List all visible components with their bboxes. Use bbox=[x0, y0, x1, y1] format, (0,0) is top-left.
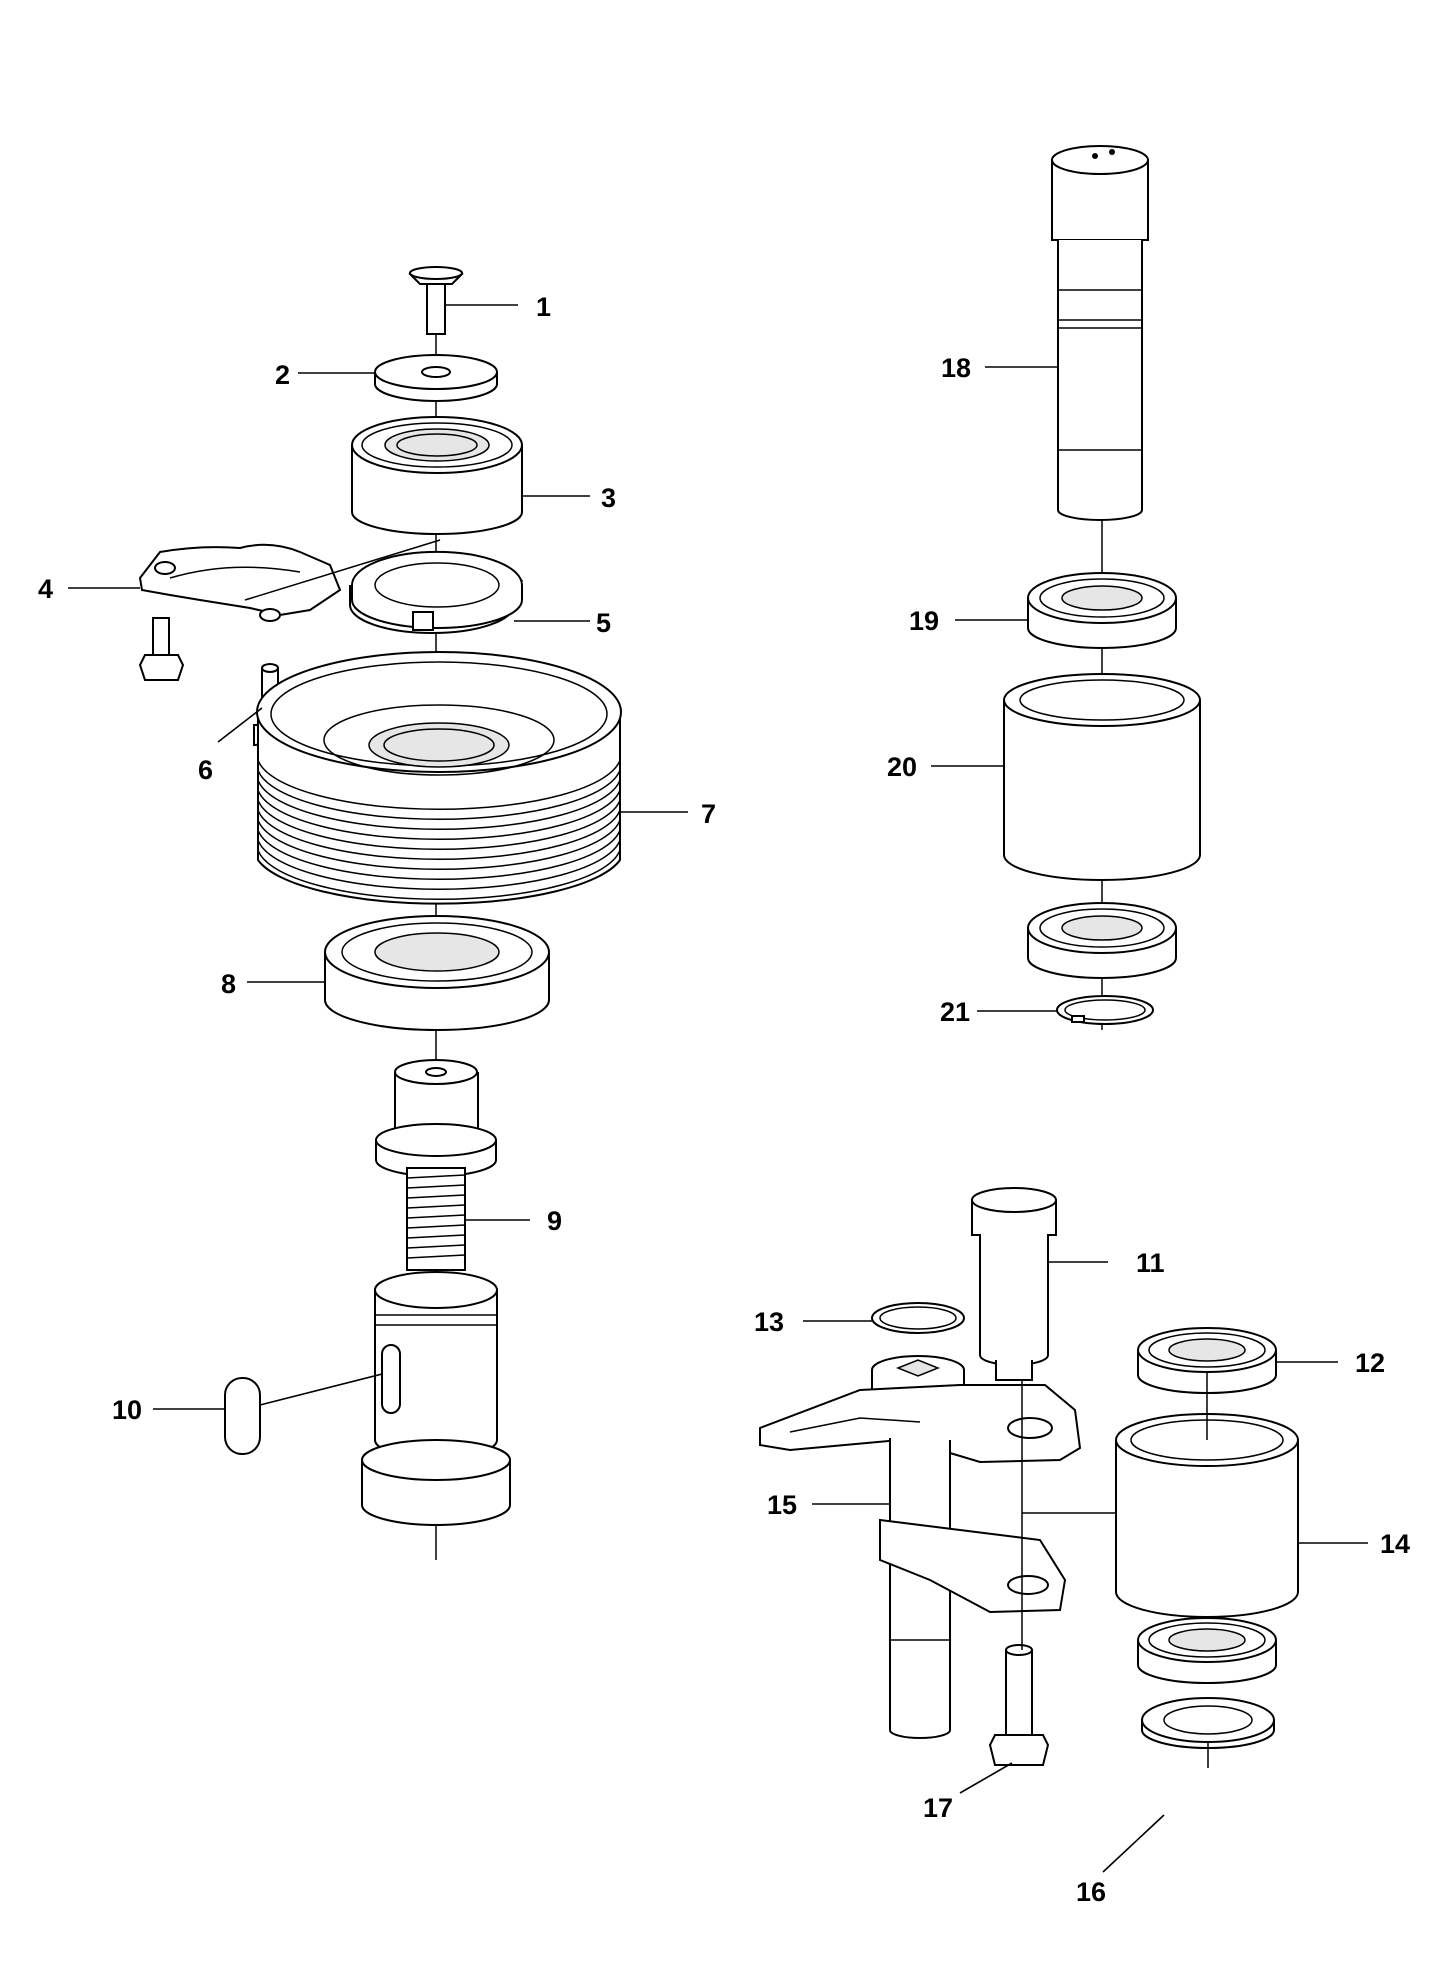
callout-7: 7 bbox=[701, 799, 716, 829]
part-12-bearing bbox=[1137, 1327, 1277, 1394]
callout-2: 2 bbox=[275, 360, 290, 390]
part-21-snap-ring bbox=[1056, 995, 1154, 1025]
callout-8: 8 bbox=[221, 969, 236, 999]
part-2-washer bbox=[374, 354, 498, 402]
callout-4: 4 bbox=[38, 574, 53, 604]
callout-19: 19 bbox=[909, 606, 939, 636]
part-14-sleeve bbox=[1115, 1413, 1299, 1618]
part-18-shaft bbox=[1051, 145, 1149, 521]
part-3-bearing bbox=[351, 416, 523, 535]
callout-21: 21 bbox=[940, 997, 970, 1027]
part-5-ring bbox=[349, 550, 523, 634]
callout-17: 17 bbox=[923, 1793, 953, 1823]
callout-6: 6 bbox=[198, 755, 213, 785]
part-9-shaft bbox=[361, 1059, 511, 1526]
callout-1: 1 bbox=[536, 292, 551, 322]
callout-13: 13 bbox=[754, 1307, 784, 1337]
callout-11: 11 bbox=[1136, 1248, 1165, 1278]
lower-bearing bbox=[1027, 902, 1177, 979]
part-10-key bbox=[224, 1377, 261, 1455]
callout-5: 5 bbox=[596, 608, 611, 638]
shaft-threads bbox=[406, 1174, 466, 1259]
callout-15: 15 bbox=[767, 1490, 797, 1520]
part-20-sleeve bbox=[1003, 673, 1201, 881]
part-7-pulley bbox=[256, 651, 622, 905]
part-8-bearing bbox=[324, 915, 550, 1031]
callout-18: 18 bbox=[941, 353, 971, 383]
part-17-bolt bbox=[988, 1644, 1050, 1766]
pulley-grooves bbox=[257, 759, 621, 900]
part-16-washer bbox=[1141, 1697, 1275, 1768]
part-19-bearing bbox=[1027, 572, 1177, 649]
part-1-screw bbox=[408, 266, 464, 335]
leader-lines bbox=[68, 304, 1368, 1873]
lower-bearing-right bbox=[1137, 1617, 1277, 1684]
part-13-ring bbox=[871, 1302, 965, 1334]
part-11-cylinder bbox=[971, 1187, 1057, 1381]
callout-9: 9 bbox=[547, 1206, 562, 1236]
callout-16: 16 bbox=[1076, 1877, 1106, 1907]
callout-14: 14 bbox=[1380, 1529, 1410, 1559]
callout-12: 12 bbox=[1355, 1348, 1385, 1378]
callout-3: 3 bbox=[601, 483, 616, 513]
part-4-plate bbox=[138, 539, 441, 681]
callout-10: 10 bbox=[112, 1395, 142, 1425]
callout-20: 20 bbox=[887, 752, 917, 782]
part-15-lever bbox=[759, 1355, 1082, 1739]
